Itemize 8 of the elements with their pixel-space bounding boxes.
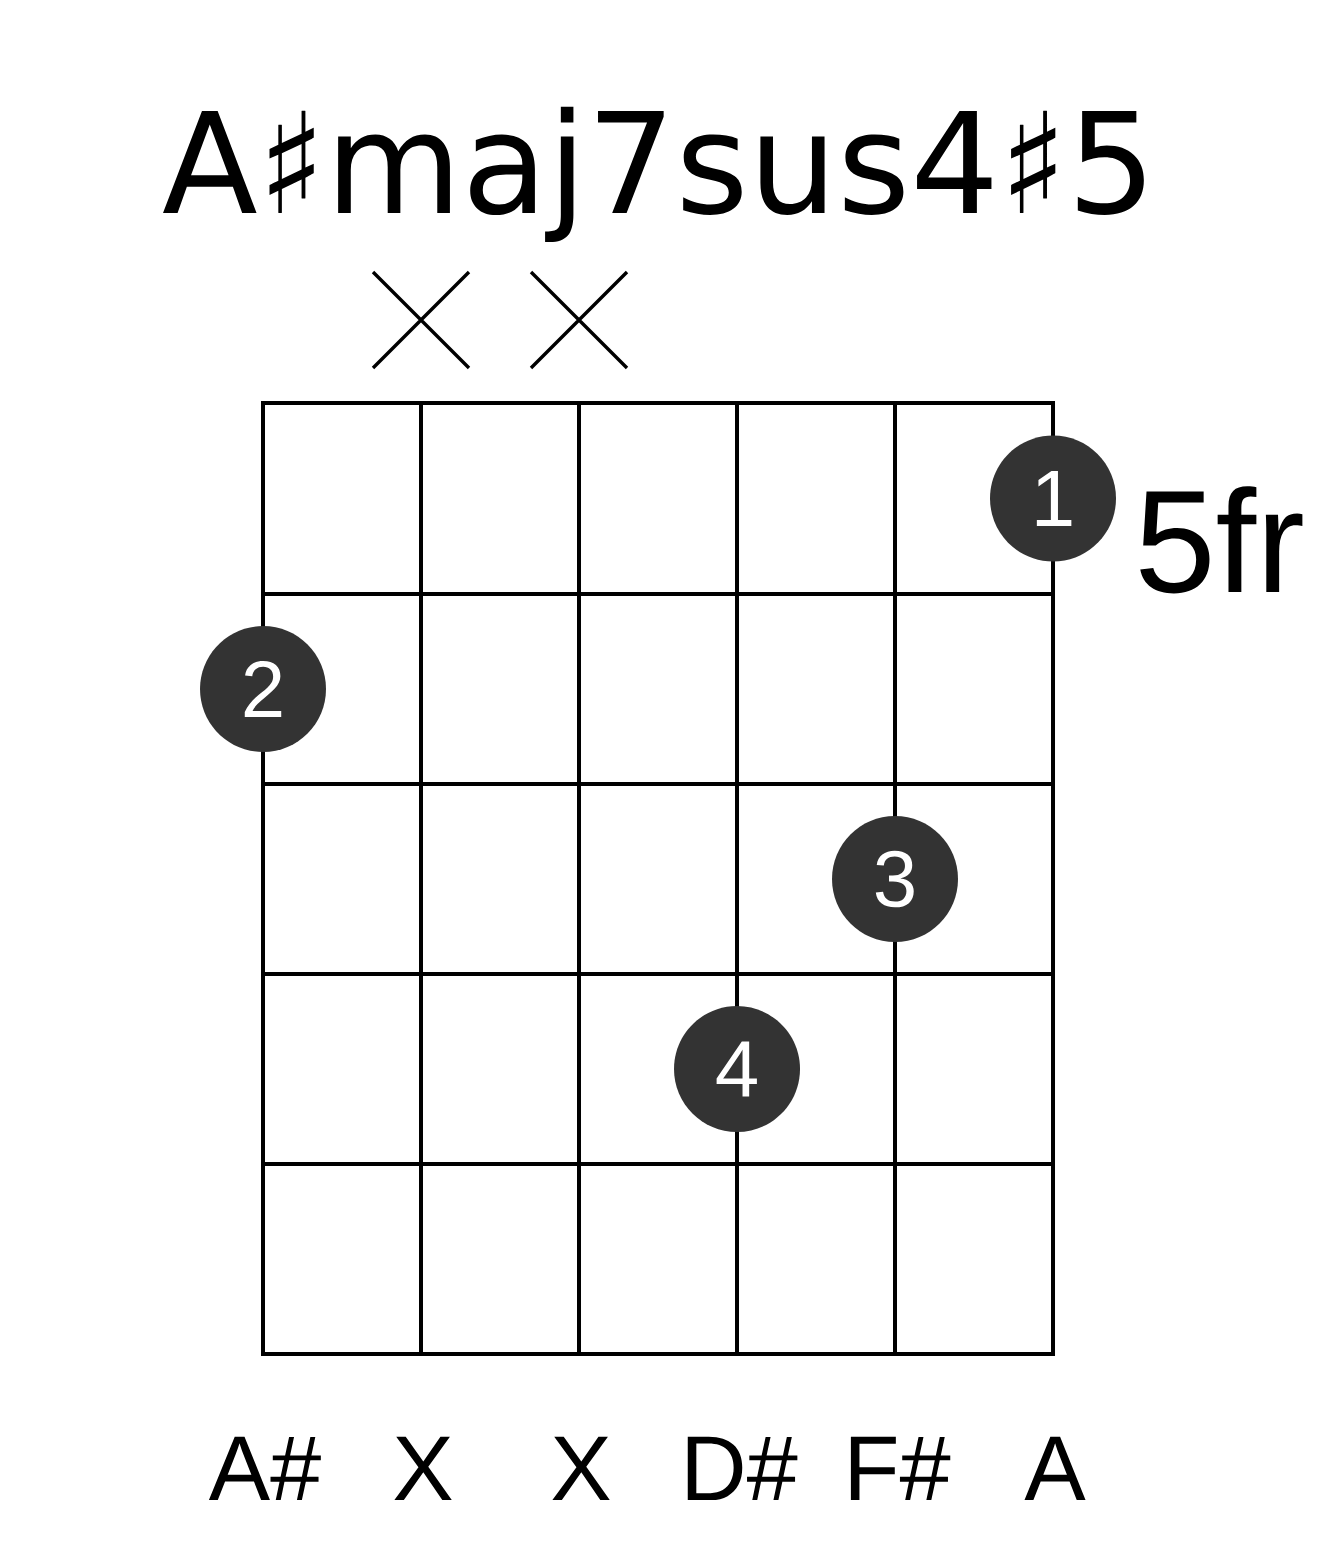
- string-note-label: X: [552, 1436, 610, 1500]
- chord-title: A♯maj7sus4♯5: [163, 106, 1144, 243]
- string-note-label: D#: [687, 1436, 798, 1500]
- string-note-label: A#: [208, 1436, 321, 1500]
- fret-label: 5fr: [1140, 486, 1303, 594]
- string-note-label: F#: [850, 1436, 951, 1500]
- string-note-label: A: [1024, 1436, 1086, 1500]
- string-note-label: X: [394, 1436, 452, 1500]
